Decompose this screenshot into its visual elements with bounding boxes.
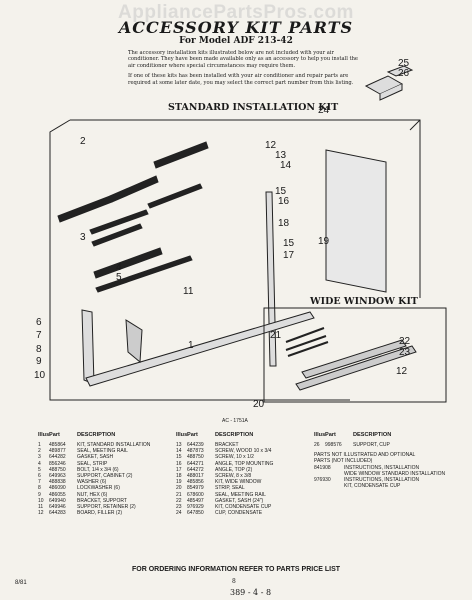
table-header: Illus. Part DESCRIPTION — [176, 432, 308, 438]
table-header: Illus. Part DESCRIPTION — [314, 432, 446, 438]
callout-2: 2 — [80, 136, 86, 147]
header-description: DESCRIPTION — [77, 432, 116, 438]
header-description: DESCRIPTION — [353, 432, 392, 438]
callout-10: 10 — [34, 370, 46, 381]
callout-11: 11 — [183, 286, 194, 297]
callout-5: 5 — [116, 272, 122, 283]
condensate-cup-illustration — [364, 65, 414, 101]
wide-window-heading: WIDE WINDOW KIT — [310, 296, 418, 307]
callout-6: 6 — [36, 317, 42, 328]
ordering-footer: FOR ORDERING INFORMATION REFER TO PARTS … — [131, 566, 341, 573]
figure-code: AC - 1751A — [222, 418, 248, 424]
callout-19: 19 — [318, 236, 330, 247]
callout-4: 4 — [116, 262, 122, 273]
callout-15b: 15 — [283, 238, 295, 249]
not-illustrated-heading: PARTS NOT ILLUSTRATED AND OPTIONAL PARTS… — [314, 452, 416, 465]
header-illus: Illus. — [176, 432, 189, 438]
callout-24: 24 — [318, 105, 330, 116]
intro-paragraph-2: If one of these kits has been installed … — [128, 73, 354, 86]
table-header: Illus. Part DESCRIPTION — [38, 432, 172, 438]
header-illus: Illus. — [314, 432, 327, 438]
handwritten-note: 389 - 4 - 8 — [230, 588, 272, 597]
header-description: DESCRIPTION — [215, 432, 254, 438]
callout-20: 20 — [253, 399, 265, 410]
header-part: Part — [325, 432, 336, 438]
note-row: KIT, CONDENSATE CUP — [344, 483, 401, 490]
header-illus: Illus. — [38, 432, 51, 438]
callout-23: 23 — [399, 347, 411, 358]
header-part: Part — [187, 432, 198, 438]
callout-16: 16 — [278, 196, 290, 207]
intro-text: The accessory installation kits illustra… — [128, 50, 358, 90]
page-code: 8/81 — [15, 580, 27, 586]
callout-7: 7 — [36, 330, 42, 341]
callout-12: 12 — [265, 140, 277, 151]
callout-22: 22 — [399, 336, 411, 347]
callout-26: 26 — [398, 68, 410, 79]
note-row: WIDE WINDOW STANDARD INSTALLATION — [344, 470, 446, 477]
callout-21: 21 — [270, 330, 282, 341]
callout-17: 17 — [283, 250, 295, 261]
callout-9: 9 — [36, 356, 42, 367]
callout-3: 3 — [80, 232, 86, 243]
callout-25: 25 — [398, 58, 410, 69]
header-part: Part — [49, 432, 60, 438]
standard-kit-heading: STANDARD INSTALLATION KIT — [168, 102, 339, 113]
wide-window-frame — [263, 307, 447, 403]
callout-8: 8 — [36, 344, 42, 355]
watermark: AppliancePartsPros.com — [118, 2, 354, 23]
page-number: 8 — [232, 578, 236, 585]
page-title: ACCESSORY KIT PARTS — [118, 18, 354, 37]
intro-paragraph-1: The accessory installation kits illustra… — [128, 50, 359, 69]
model-subtitle: For Model ADF 213-42 — [179, 36, 293, 46]
callout-13: 13 — [275, 150, 287, 161]
callout-18: 18 — [278, 218, 290, 229]
callout-14: 14 — [280, 160, 292, 171]
callout-12-wide: 12 — [396, 366, 408, 377]
callout-15: 15 — [275, 186, 287, 197]
callout-1: 1 — [188, 340, 194, 351]
